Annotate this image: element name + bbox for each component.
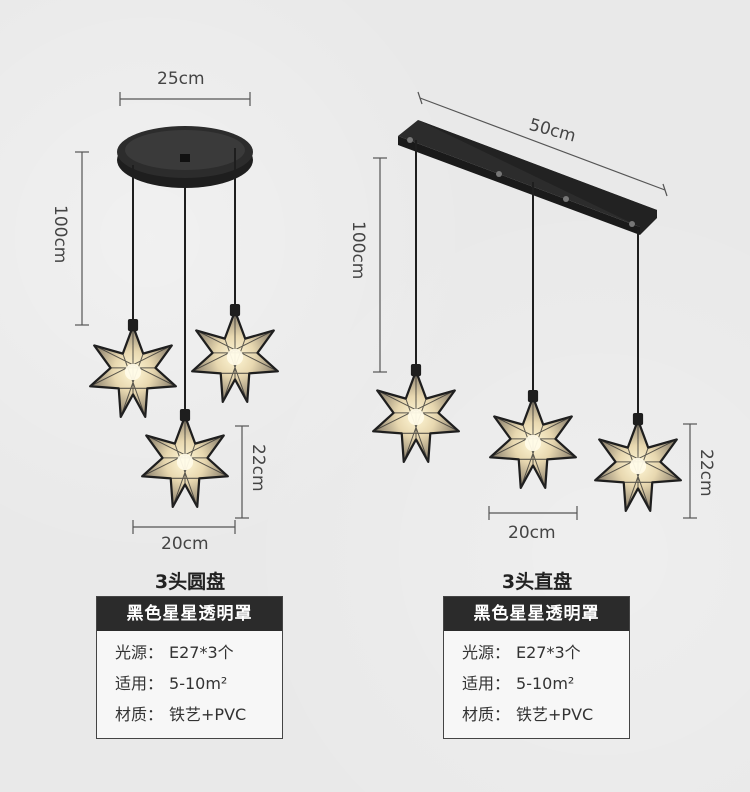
right-product-title: 3头直盘: [501, 571, 573, 593]
left-spec-card: 黑色星星透明罩 光源： E27*3个 适用： 5-10m² 材质： 铁艺+PVC: [96, 596, 283, 739]
left-card-header: 黑色星星透明罩: [97, 597, 282, 631]
right-card-header: 黑色星星透明罩: [444, 597, 629, 631]
right-height-label: 100cm: [348, 221, 368, 280]
right-shade-width-label: 20cm: [508, 523, 556, 543]
right-shade-height-label: 22cm: [696, 449, 716, 497]
spec-value: 铁艺+PVC: [516, 705, 594, 724]
right-card-body: 光源： E27*3个 适用： 5-10m² 材质： 铁艺+PVC: [444, 631, 629, 738]
spec-value: 铁艺+PVC: [169, 705, 247, 724]
spec-row: 材质： 铁艺+PVC: [462, 699, 629, 730]
spec-value: 5-10m²: [169, 674, 228, 693]
linear-bar-fixture: [372, 91, 697, 520]
left-product-title: 3头圆盘: [154, 571, 226, 593]
right-spec-card: 黑色星星透明罩 光源： E27*3个 适用： 5-10m² 材质： 铁艺+PVC: [443, 596, 630, 739]
spec-row: 适用： 5-10m²: [115, 668, 282, 699]
left-card-body: 光源： E27*3个 适用： 5-10m² 材质： 铁艺+PVC: [97, 631, 282, 738]
spec-key: 光源：: [115, 643, 164, 662]
spec-key: 光源：: [462, 643, 511, 662]
spec-row: 适用： 5-10m²: [462, 668, 629, 699]
left-width-label: 25cm: [157, 69, 205, 89]
spec-value: E27*3个: [169, 643, 234, 662]
spec-key: 适用：: [115, 674, 164, 693]
spec-key: 材质：: [115, 705, 164, 724]
spec-key: 适用：: [462, 674, 511, 693]
spec-value: 5-10m²: [516, 674, 575, 693]
spec-key: 材质：: [462, 705, 511, 724]
round-canopy-fixture: [75, 92, 279, 534]
left-shade-width-label: 20cm: [161, 534, 209, 554]
spec-row: 光源： E27*3个: [115, 637, 282, 668]
left-shade-height-label: 22cm: [248, 444, 268, 492]
spec-row: 光源： E27*3个: [462, 637, 629, 668]
spec-value: E27*3个: [516, 643, 581, 662]
left-height-label: 100cm: [50, 205, 70, 264]
spec-row: 材质： 铁艺+PVC: [115, 699, 282, 730]
